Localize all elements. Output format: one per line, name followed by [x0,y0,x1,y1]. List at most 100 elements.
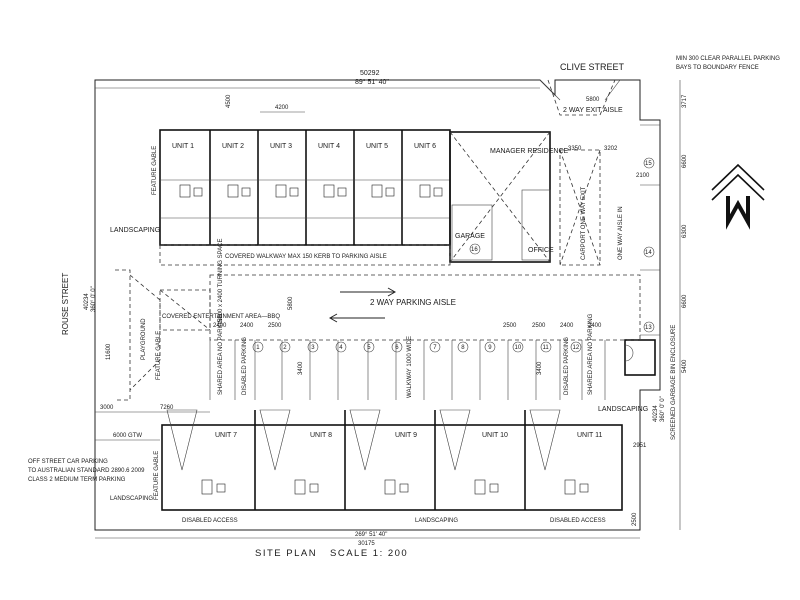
turning-label: 5800 x 2400 TURNING SPACE [218,239,224,322]
walkway-wide-label: WALKWAY 1000 WIDE [407,336,413,398]
dim-2100: 2100 [636,173,650,179]
dim-4500: 4500 [226,94,232,108]
space-15: 15 [645,161,652,167]
landscaping-west: LANDSCAPING [110,227,160,234]
south-landscaping: LANDSCAPING [415,518,458,524]
dim-3202: 3202 [604,146,618,152]
feature-gable-mid: FEATURE GABLE [156,331,162,380]
shared-area-left: SHARED AREA NO PARKING [218,313,224,395]
parking-space-marker [484,341,496,353]
dim-row-right-4: 2400 [588,323,602,329]
dim-11600: 11600 [106,343,112,360]
dim-3400-a: 3400 [298,361,304,375]
boundary-bottom-dimension: 269° 51' 40" 30175 [95,532,640,547]
boundary-top-bearing: 89° 51' 40" [355,78,389,86]
dim-6000: 6000 GTW [113,433,142,439]
parking-space-number: 6 [395,345,399,351]
parking-space-marker [335,341,347,353]
parking-space-number: 5 [367,345,371,351]
garage-tag: 16 [471,247,478,253]
dim-2951: 2951 [633,443,647,449]
north-unit-block: UNIT 1 UNIT 2 UNIT 3 UNIT 4 UNIT 5 UNIT … [152,129,451,246]
bathroom-fixture [579,483,589,493]
disabled-access-right: DISABLED ACCESS [550,518,606,524]
boundary-bottom-bearing: 269° 51' 40" [355,532,387,538]
dim-3350: 3350 [568,146,582,152]
dim-5800-v: 5800 [288,296,294,310]
right-parking-bays: 15 14 13 [640,124,660,336]
dim-3000: 3000 [100,405,114,411]
unit-3-label: UNIT 3 [270,143,292,150]
playground-label: PLAYGROUND [141,318,147,360]
off-street-note: OFF STREET CAR PARKING TO AUSTRALIAN STA… [28,459,145,483]
space-14: 14 [645,250,652,256]
garbage-label: SCREENED GARBAGE BIN ENCLOSURE [671,325,677,440]
parking-space-number: 12 [573,345,580,351]
note-parallel-2: BAYS TO BOUNDARY FENCE [676,65,759,71]
north-feature-gable: FEATURE GABLE [152,146,158,195]
garbage-enclosure: SCREENED GARBAGE BIN ENCLOSURE [624,325,677,440]
unit-1-label: UNIT 1 [172,143,194,150]
parking-space-number: 4 [339,345,343,351]
dim-7260: 7260 [160,405,174,411]
dim-2500: 2500 [632,512,638,526]
parking-space-marker [279,341,291,353]
parking-space-marker [457,341,469,353]
parking-space-number: 1 [256,345,260,351]
unit-4-label: UNIT 4 [318,143,340,150]
bathroom-fixture [489,483,499,493]
dim-row-right-2: 2500 [532,323,546,329]
dim-3717: 3717 [682,94,688,108]
dim-5800: 5800 [586,97,600,103]
manager-residence: MANAGER RESIDENCE GARAGE 16 OFFICE [449,131,569,263]
parking-bay-labels: SHARED AREA NO PARKING DISABLED PARKING … [218,313,594,398]
unit-9-label: UNIT 9 [395,432,417,439]
dim-4200: 4200 [275,105,289,111]
boundary-bottom-length: 30175 [358,541,375,547]
aisle-label: 2 WAY PARKING AISLE [370,298,456,307]
unit-10-label: UNIT 10 [482,432,508,439]
bathroom-fixture [399,483,409,493]
disabled-parking-right: DISABLED PARKING [564,337,570,395]
unit-roof-gable [439,409,471,471]
dim-row-left-2: 2400 [240,323,254,329]
dim-3400-b: 3400 [537,361,543,375]
dim-row-right-3: 2400 [560,323,574,329]
one-way-aisle-label: ONE WAY AISLE IN [618,206,624,260]
exit-aisle-label: 2 WAY EXIT AISLE [563,107,623,114]
unit-8-label: UNIT 8 [310,432,332,439]
unit-11-label: UNIT 11 [577,432,603,439]
walkway-label: COVERED WALKWAY MAX 150 KERB TO PARKING … [225,254,387,260]
garage-label: GARAGE [455,233,485,240]
bathroom-fixture [201,479,213,495]
carport: CARPORT ONE WAY EXIT ONE WAY AISLE IN [559,149,624,266]
north-unit-fixtures [179,184,443,198]
parking-space-marker [429,341,441,353]
entertainment-label: COVERED ENTERTAINMENT AREA—BBQ [162,314,280,320]
unit-roof-gable [259,409,291,471]
disabled-parking-left: DISABLED PARKING [242,337,248,395]
parking-space-marker [391,341,403,353]
note-parallel-1: MIN 300 CLEAR PARALLEL PARKING [676,56,780,62]
parking-space-marker [363,341,375,353]
unit-roof-gable [529,409,561,471]
dim-row-left-3: 2500 [268,323,282,329]
parking-space-number: 7 [433,345,437,351]
carport-label: CARPORT ONE WAY EXIT [581,186,587,260]
parallel-parking-note: MIN 300 CLEAR PARALLEL PARKING BAYS TO B… [676,56,780,71]
parking-space-marker [307,341,319,353]
unit-6-label: UNIT 6 [414,143,436,150]
north-arrow-icon [711,163,765,230]
dim-row-left-1: 2400 [213,323,227,329]
dim-6600-a: 6600 [682,154,688,168]
bathroom-fixture [294,479,306,495]
dim-row-right-1: 2500 [503,323,517,329]
landscaping-sw: LANDSCAPING [110,496,153,502]
bathroom-fixture [309,483,319,493]
dim-6300: 6300 [682,224,688,238]
parking-space-number: 10 [515,345,522,351]
dim-6600-b: 6600 [682,294,688,308]
bathroom-fixture [216,483,226,493]
